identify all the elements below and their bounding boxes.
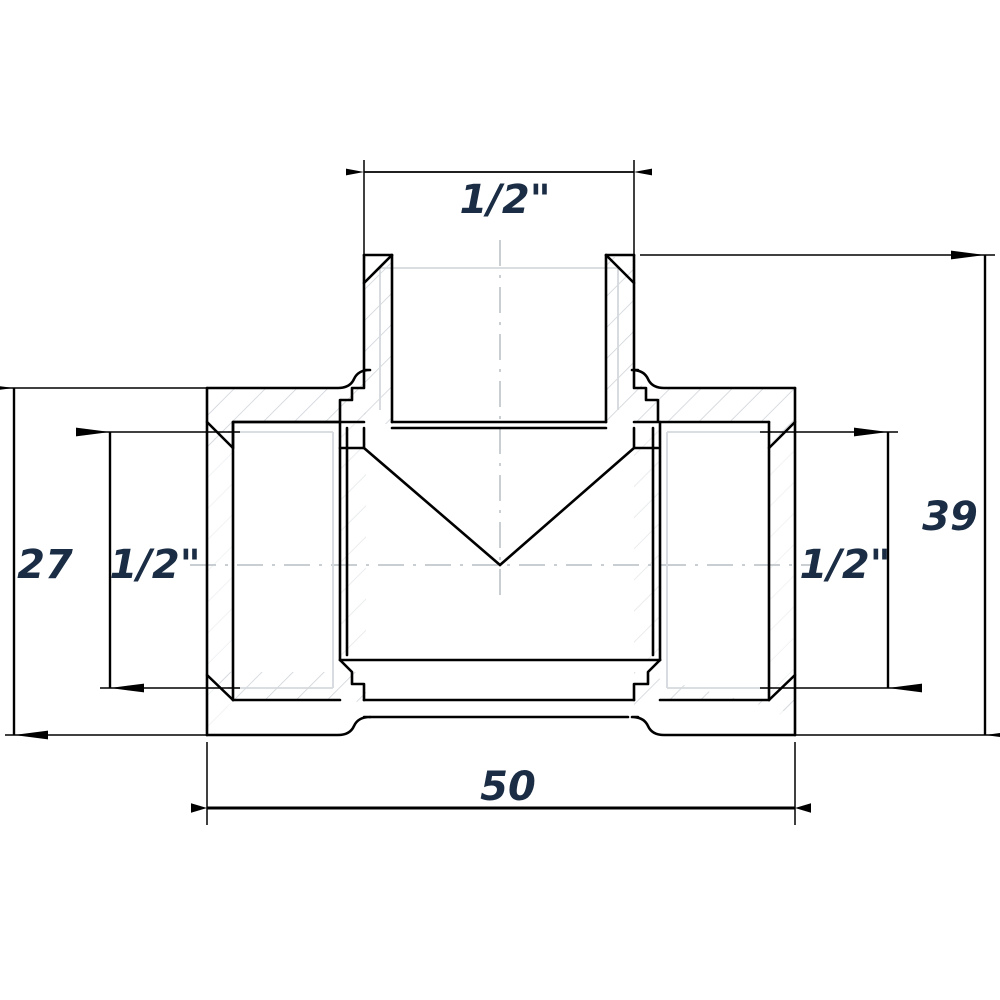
right-socket-chamfer-top [767,420,797,450]
dim-label-length-50: 50 [480,764,536,810]
left-bottom-profile [205,715,372,737]
dim-label-top-branch: 1/2" [459,177,550,223]
left-socket-chamfer-top [205,420,235,450]
dim-label-height-39: 39 [922,494,978,540]
right-top-profile [630,368,797,390]
center-floor-left-fillet [338,658,366,702]
branch-bore-chamfer-right [604,253,636,285]
center-floor-right-fillet [632,658,662,702]
extension-lines [5,160,995,825]
section-hatching [207,257,795,735]
dim-label-right-run: 1/2" [799,542,890,588]
dimension-labels: 1/2" 27 1/2" 1/2" 39 50 [17,177,978,810]
dimension-lines [0,168,1000,813]
center-cavity-right-taper [498,426,636,567]
branch-base-right-step [632,368,660,424]
left-top-profile [205,368,372,390]
dim-label-left-run: 1/2" [109,542,200,588]
left-socket-bore-top [231,420,342,450]
dim-label-height-27: 27 [17,542,73,588]
fitting-outline [205,253,797,737]
center-lines [190,240,812,600]
thread-guide-lines [228,267,772,689]
right-bottom-profile [630,715,797,737]
branch-bore-chamfer-left [362,253,394,285]
center-cavity-left-taper [362,426,502,567]
